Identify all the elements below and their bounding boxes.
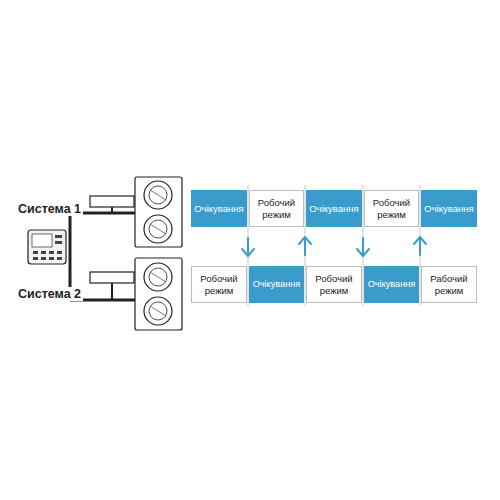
standby-cell: Очікування: [191, 190, 247, 227]
system-2-units: [70, 258, 182, 330]
operating-cell: Робочий режим: [306, 266, 362, 303]
standby-cell: Очікування: [249, 266, 304, 303]
system-label: Система 2: [18, 287, 83, 301]
cell-text: Очікування: [191, 203, 246, 214]
cell-text: Очікування: [250, 279, 304, 290]
cell-text: Робочий режим: [307, 273, 361, 296]
operating-cell: Робочий режим: [191, 266, 247, 303]
operating-cell: Рабочий режим: [421, 266, 477, 303]
system-label: Система 1: [18, 202, 83, 216]
cell-text: Робочий режим: [192, 273, 246, 296]
switch-arrows: [242, 237, 426, 256]
cell-text: Очікування: [421, 203, 476, 214]
cell-text: Очікування: [306, 203, 361, 214]
standby-cell: Очікування: [421, 190, 477, 227]
standby-cell: Очікування: [364, 266, 419, 303]
cell-text: Робочий режим: [250, 197, 303, 220]
operating-cell: Робочий режим: [249, 190, 304, 227]
system-1-units: [70, 177, 182, 247]
standby-cell: Очікування: [306, 190, 362, 227]
cell-text: Робочий режим: [365, 197, 418, 220]
cell-text: Рабочий режим: [422, 273, 476, 296]
cell-text: Очікування: [365, 279, 419, 290]
timeline-dividers: [248, 185, 420, 306]
operating-cell: Робочий режим: [364, 190, 419, 227]
